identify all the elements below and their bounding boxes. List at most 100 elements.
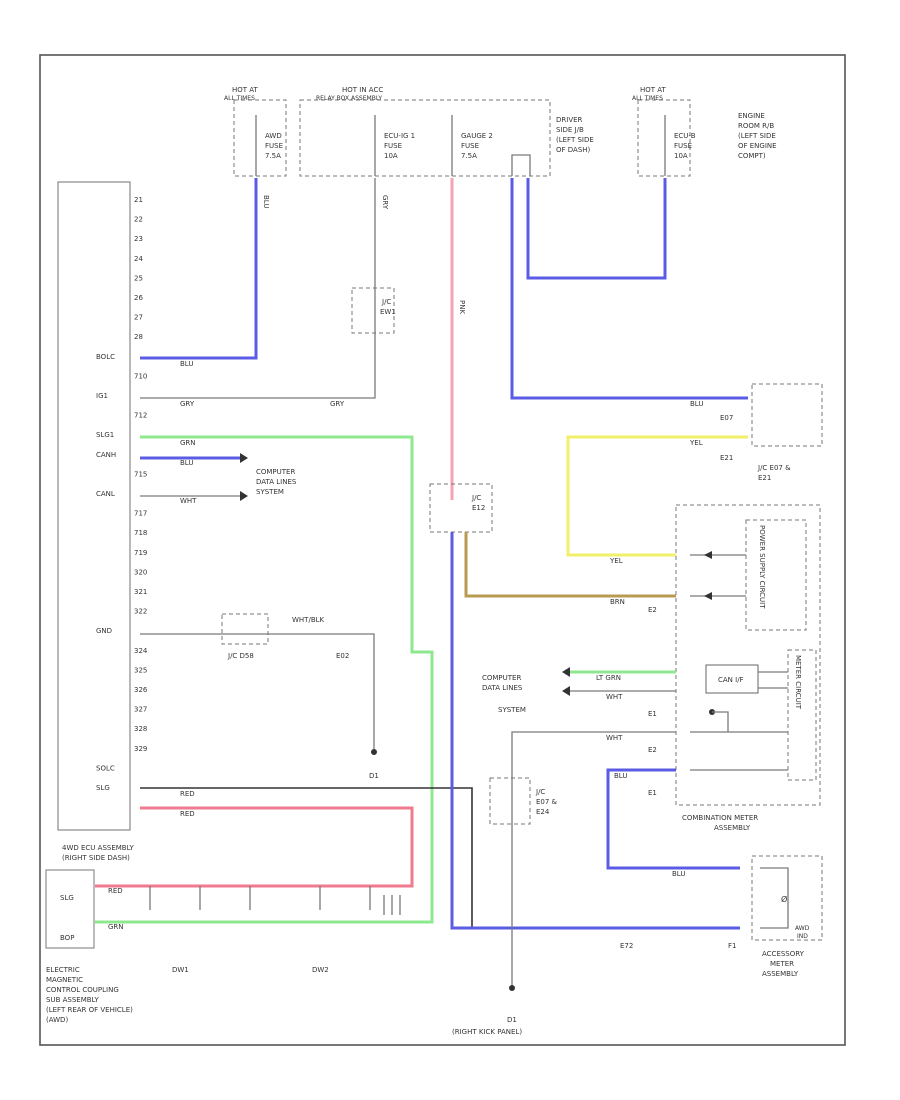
wire-blu-acc: [606, 768, 740, 870]
ground-d1-label: D1 (RIGHT KICK PANEL): [452, 1016, 522, 1036]
conn-e1-label-1: E1: [648, 710, 657, 718]
relay-box-label: RELAY BOX ASSEMBLY: [316, 95, 382, 102]
ecu-pin-label: IG1: [96, 392, 108, 400]
svg-text:FUSE: FUSE: [265, 142, 283, 150]
svg-text:SUB ASSEMBLY: SUB ASSEMBLY: [46, 996, 100, 1004]
awd-ind-label: AWD: [795, 925, 810, 932]
accessory-meter-title: ACCESSORY METER ASSEMBLY: [762, 950, 805, 978]
splice-e07-e21-label-b: E21: [758, 474, 771, 482]
ecu-pin-label: GND: [96, 627, 112, 635]
label-yel-1: YEL: [689, 439, 703, 447]
diagram-frame: [39, 54, 846, 1046]
coupling-pin-bop: BOP: [60, 934, 74, 942]
label-red-1: RED: [180, 790, 195, 798]
label-grn-1: GRN: [180, 439, 196, 447]
svg-text:(RIGHT SIDE DASH): (RIGHT SIDE DASH): [62, 854, 130, 862]
svg-text:(LEFT REAR OF VEHICLE): (LEFT REAR OF VEHICLE): [46, 1006, 133, 1014]
svg-text:COMPUTER: COMPUTER: [482, 674, 521, 682]
meter-ground-wire: [712, 711, 729, 732]
svg-text:(RIGHT KICK PANEL): (RIGHT KICK PANEL): [452, 1028, 522, 1036]
label-red-2: RED: [180, 810, 195, 818]
engine-room-fuse-box: [637, 99, 691, 177]
meter-arrow-2: [704, 592, 712, 600]
svg-text:10A: 10A: [384, 152, 398, 160]
conn-e21-label: E21: [720, 454, 733, 462]
splice-ew1-label: J/C: [381, 298, 391, 306]
svg-text:10A: 10A: [674, 152, 688, 160]
svg-text:COMBINATION METER: COMBINATION METER: [682, 814, 758, 822]
svg-text:COMPUTER: COMPUTER: [256, 468, 295, 476]
meter-arrow-1: [704, 551, 712, 559]
svg-text:ASSEMBLY: ASSEMBLY: [714, 824, 751, 832]
wire-blu-e72: [450, 532, 740, 930]
splice-ew1: [351, 287, 395, 334]
svg-text:7.5A: 7.5A: [265, 152, 281, 160]
hot-at-label-2b: ALL TIMES: [632, 95, 663, 102]
svg-text:ROOM R/B: ROOM R/B: [738, 122, 774, 130]
label-blu-3: BLU: [690, 400, 703, 408]
label-blu-1: BLU: [180, 360, 193, 368]
svg-text:SYSTEM: SYSTEM: [498, 706, 526, 714]
label-blu-2: BLU: [180, 459, 193, 467]
ecu-pin-label: CANH: [96, 451, 116, 459]
can-if-label: CAN I/F: [718, 676, 744, 684]
label-gry-2: GRY: [330, 400, 345, 408]
conn-e2-label-1: E2: [648, 606, 657, 614]
label-blu-4: BLU: [614, 772, 627, 780]
splice-e07-e21: [751, 383, 823, 447]
conn-e2-label-2: E2: [648, 746, 657, 754]
coupling-label: ELECTRIC MAGNETIC CONTROL COUPLING SUB A…: [46, 966, 133, 1024]
svg-text:ASSEMBLY: ASSEMBLY: [762, 970, 799, 978]
accessory-meter-wire: [760, 867, 789, 929]
awd-ecu-label: 4WD ECU ASSEMBLY (RIGHT SIDE DASH): [62, 844, 135, 862]
ecu-pin-label: 719: [134, 549, 147, 557]
splice-e07-label: J/C: [535, 788, 545, 796]
svg-text:FUSE: FUSE: [674, 142, 692, 150]
awd-ind-bulb: Ø: [781, 894, 787, 904]
splice-e07-e24: [489, 777, 531, 825]
svg-text:D1: D1: [507, 1016, 517, 1024]
splice-ew1-label-b: EW1: [380, 308, 396, 316]
svg-text:FUSE: FUSE: [461, 142, 479, 150]
ltgrn-arrow: [562, 667, 570, 677]
ecu-b-fuse: ECU-B FUSE 10A: [664, 115, 696, 176]
svg-text:OF DASH): OF DASH): [556, 146, 591, 154]
power-supply-circuit-box: [745, 519, 807, 631]
wire-gry-ig1: [140, 178, 376, 399]
power-supply-label: POWER SUPPLY CIRCUIT: [758, 525, 766, 609]
label-wht-1: WHT: [180, 497, 197, 505]
svg-text:DATA LINES: DATA LINES: [482, 684, 523, 692]
ecu-pin-label: SOLC: [96, 764, 115, 772]
splice-e07-e21-label: J/C E07 &: [757, 464, 791, 472]
combination-meter-title: COMBINATION METER ASSEMBLY: [682, 814, 758, 832]
label-blu-6: BLU: [262, 195, 270, 208]
wire-blu-e07: [510, 178, 748, 400]
driver-side-jb-label: DRIVER SIDE J/B (LEFT SIDE OF DASH): [556, 116, 594, 154]
ecu-pin-label: 320: [134, 568, 147, 576]
ecu-pin-label: 712: [134, 412, 147, 420]
ecu-pin-label: 329: [134, 745, 147, 753]
ecu-pin-label: 23: [134, 235, 143, 243]
svg-text:CONTROL COUPLING: CONTROL COUPLING: [46, 986, 119, 994]
svg-text:ACCESSORY: ACCESSORY: [762, 950, 805, 958]
ecu-pin-label: 26: [134, 294, 143, 302]
gnd-splice-dot: [371, 749, 377, 755]
hot-at-label-1b: ALL TIMES: [224, 95, 255, 102]
svg-text:ENGINE: ENGINE: [738, 112, 765, 120]
canl-arrow: [240, 491, 248, 501]
conn-e07-label: E07: [720, 414, 733, 422]
ecu-ig1-fuse: ECU-IG 1 FUSE 10A: [374, 115, 415, 176]
svg-text:GAUGE 2: GAUGE 2: [461, 132, 493, 140]
wire-wht-ground: [511, 731, 676, 988]
canh-arrow: [240, 453, 248, 463]
data-lines-label-2: COMPUTER DATA LINES SYSTEM: [482, 674, 526, 714]
driver-jb-link: [511, 154, 531, 176]
conn-dw2-label: DW2: [312, 966, 329, 974]
label-red-3: RED: [108, 887, 123, 895]
splice-d58: [221, 613, 269, 645]
relay-box-assembly: [299, 99, 551, 177]
svg-text:(AWD): (AWD): [46, 1016, 68, 1024]
ground-d1-dot: [509, 985, 515, 991]
splice-e12-label-b: E12: [472, 504, 485, 512]
dw-connectors: [149, 886, 401, 915]
